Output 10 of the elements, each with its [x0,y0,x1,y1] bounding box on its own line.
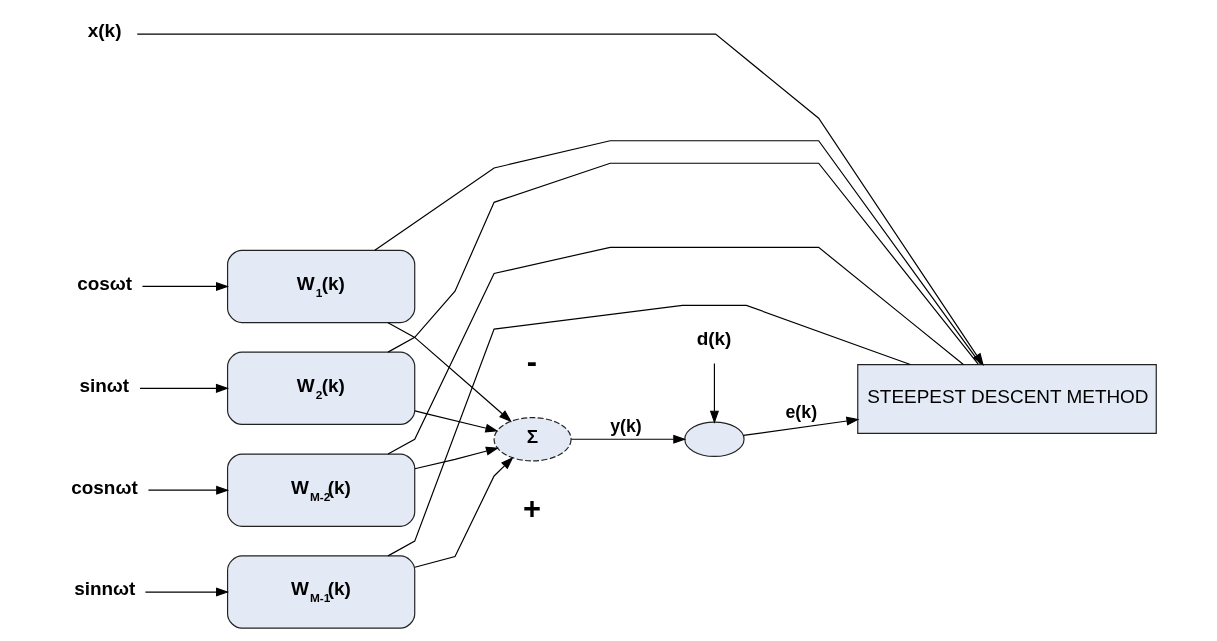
node-text: sinnωt [73,578,135,600]
edge-label: y(k) [609,416,642,437]
node-text: sinωt [79,374,129,396]
node-text: cosωt [76,272,132,294]
node-text: d(k) [696,328,731,350]
node-text: x(k) [87,20,121,42]
label: + [522,490,541,526]
label: - [526,344,537,380]
node-text: cosnωt [70,476,138,498]
edge-label: e(k) [785,401,817,422]
